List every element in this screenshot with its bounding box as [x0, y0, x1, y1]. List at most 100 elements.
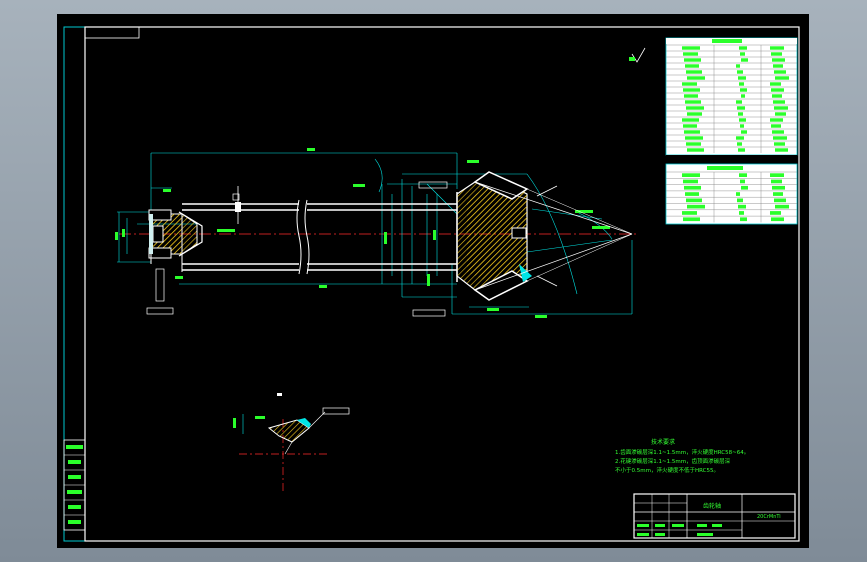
- table-cell-mark: [682, 82, 697, 86]
- part-name: 齿轮轴: [703, 502, 721, 510]
- table-cell-mark: [738, 148, 745, 152]
- table-cell-mark: [771, 52, 782, 56]
- table-cell-mark: [685, 64, 699, 68]
- table-cell-mark: [685, 192, 699, 196]
- table-cell-mark: [736, 192, 740, 196]
- material: 20CrMnTi: [757, 514, 781, 520]
- table-cell-mark: [682, 211, 697, 215]
- table-cell-mark: [686, 70, 702, 74]
- table-cell-mark: [770, 118, 783, 122]
- tolerance-frames: [146, 181, 448, 415]
- table-cell-mark: [737, 106, 745, 110]
- section-mark: [235, 186, 241, 224]
- table-cell-mark: [775, 76, 789, 80]
- title-block: 齿轮轴 20CrMnTi: [633, 493, 796, 539]
- table-cell-mark: [686, 142, 701, 146]
- table-cell-mark: [683, 52, 698, 56]
- engineering-drawing: 技术要求 1.齿面渗碳层深1.1~1.5mm，淬火硬度HRC58~64。 2.花…: [63, 26, 800, 542]
- table-cell-mark: [684, 58, 701, 62]
- roughness-symbol: [629, 47, 646, 63]
- technical-notes: 技术要求 1.齿面渗碳层深1.1~1.5mm，淬火硬度HRC58~64。 2.花…: [615, 438, 749, 474]
- table-cell-mark: [684, 94, 698, 98]
- table-cell-mark: [774, 198, 786, 203]
- table-cell-mark: [687, 112, 702, 116]
- table-cell-mark: [739, 82, 744, 86]
- table-cell-mark: [773, 100, 785, 104]
- note-line-1: 1.齿面渗碳层深1.1~1.5mm，淬火硬度HRC58~64。: [615, 448, 749, 456]
- table-cell-mark: [683, 88, 700, 92]
- table-cell-mark: [741, 94, 745, 98]
- table-cell-mark: [736, 136, 744, 140]
- table-cell-mark: [684, 130, 700, 134]
- note-line-2: 2.花键渗碳层深1.1~1.5mm，齿顶面渗碳层深: [615, 457, 731, 465]
- table-cell-mark: [737, 198, 743, 203]
- table-cell-mark: [774, 70, 786, 74]
- table-cell-mark: [687, 148, 704, 152]
- table-cell-mark: [683, 179, 698, 184]
- table-cell-mark: [683, 124, 697, 128]
- table-cell-mark: [771, 124, 781, 128]
- table-cell-mark: [687, 204, 705, 209]
- table-cell-mark: [686, 106, 704, 110]
- table-cell-mark: [686, 198, 702, 203]
- table-cell-mark: [682, 46, 700, 50]
- table-cell-mark: [773, 64, 783, 68]
- table-cell-mark: [770, 46, 784, 50]
- table-cell-mark: [770, 173, 784, 177]
- table-cell-mark: [774, 142, 785, 146]
- table-cell-mark: [740, 124, 744, 128]
- table-cell-mark: [737, 142, 742, 146]
- table-cell-mark: [683, 217, 700, 222]
- table-cell-mark: [775, 112, 786, 116]
- table-cell-mark: [770, 211, 781, 215]
- inner-frame: [84, 26, 800, 542]
- table-cell-mark: [737, 70, 743, 74]
- corner-label-box: [84, 26, 140, 39]
- table-cell-mark: [741, 130, 747, 134]
- table-cell-mark: [771, 217, 784, 222]
- table-cell-mark: [740, 88, 747, 92]
- table-cell-mark: [741, 58, 748, 62]
- table-cell-mark: [740, 179, 745, 184]
- table-cell-mark: [738, 76, 746, 80]
- table-cell-mark: [773, 192, 783, 196]
- table-cell-mark: [739, 211, 744, 215]
- bevel-gear-head: [456, 171, 633, 301]
- table-cell-mark: [738, 204, 746, 209]
- table-cell-mark: [771, 179, 782, 184]
- gear-parameter-table: [665, 37, 798, 161]
- table-cell-mark: [775, 148, 788, 152]
- table-cell-mark: [775, 204, 789, 209]
- table-cell-mark: [740, 217, 747, 222]
- table-cell-mark: [770, 82, 781, 86]
- shaft-body: [182, 192, 458, 282]
- dimension-labels: [115, 148, 610, 318]
- table-cell-mark: [772, 185, 785, 190]
- spline-end: [148, 209, 203, 272]
- table-cell-mark: [684, 185, 701, 190]
- table-cell-mark: [738, 112, 743, 116]
- binding-column: [63, 439, 86, 531]
- table-cell-mark: [774, 106, 788, 110]
- table-cell-mark: [736, 100, 742, 104]
- table-cell-mark: [682, 173, 700, 177]
- table-cell-mark: [682, 118, 699, 122]
- detail-view-I: [233, 393, 327, 494]
- notes-title: 技术要求: [651, 438, 675, 446]
- inspection-table: [665, 163, 798, 225]
- table-cell-mark: [685, 136, 703, 140]
- table-cell-mark: [771, 88, 784, 92]
- table-cell-mark: [687, 76, 705, 80]
- table-cell-mark: [772, 58, 785, 62]
- table-cell-mark: [772, 94, 782, 98]
- drawing-sheet: 技术要求 1.齿面渗碳层深1.1~1.5mm，淬火硬度HRC58~64。 2.花…: [57, 14, 809, 548]
- table-cell-mark: [739, 173, 747, 177]
- table-cell-mark: [741, 185, 748, 190]
- table-cell-mark: [773, 136, 787, 140]
- note-line-3: 不小于0.5mm，淬火硬度不低于HRC55。: [615, 466, 719, 474]
- table-cell-mark: [772, 130, 784, 134]
- table-cell-mark: [739, 118, 746, 122]
- table-cell-mark: [685, 100, 701, 104]
- table-cell-mark: [740, 52, 745, 56]
